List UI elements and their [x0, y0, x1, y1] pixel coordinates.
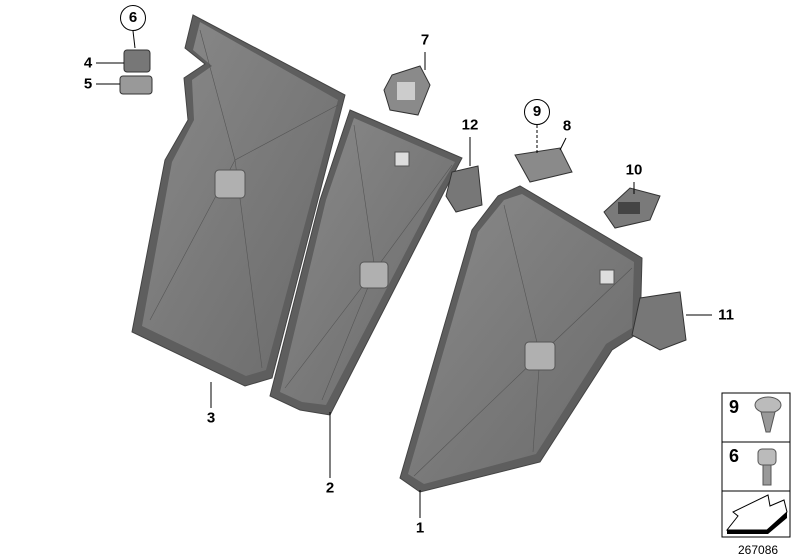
callout-1: 1 — [415, 519, 425, 537]
callout-11: 11 — [718, 306, 734, 324]
part-11-cover — [631, 291, 687, 351]
part-7-bracket — [383, 65, 431, 116]
callout-6: 6 — [120, 5, 146, 31]
callout-3: 3 — [206, 409, 216, 427]
callout-5: 5 — [83, 75, 93, 93]
screw-icon — [754, 396, 782, 433]
diagram-number: 267086 — [738, 543, 779, 557]
legend-number-9: 9 — [729, 397, 740, 417]
trim-panel-2 — [269, 109, 463, 416]
leader-lines — [96, 30, 712, 518]
legend-box — [721, 392, 791, 538]
callout-12: 12 — [461, 116, 479, 134]
part-8-cover — [514, 147, 573, 183]
part-10-cover — [603, 187, 661, 229]
callout-9: 9 — [524, 99, 550, 125]
arrow-symbol-icon — [725, 494, 788, 534]
callout-8: 8 — [562, 117, 572, 135]
callout-2: 2 — [325, 479, 335, 497]
part-4-5-clip — [119, 49, 153, 95]
trim-panel-3 — [131, 14, 346, 387]
bolt-icon — [757, 448, 777, 486]
callout-7: 7 — [420, 31, 430, 49]
callout-10: 10 — [625, 161, 643, 179]
part-12-cover — [445, 165, 483, 213]
legend-number-6: 6 — [729, 446, 740, 466]
callout-4: 4 — [83, 54, 93, 72]
trim-panel-1 — [399, 185, 643, 493]
